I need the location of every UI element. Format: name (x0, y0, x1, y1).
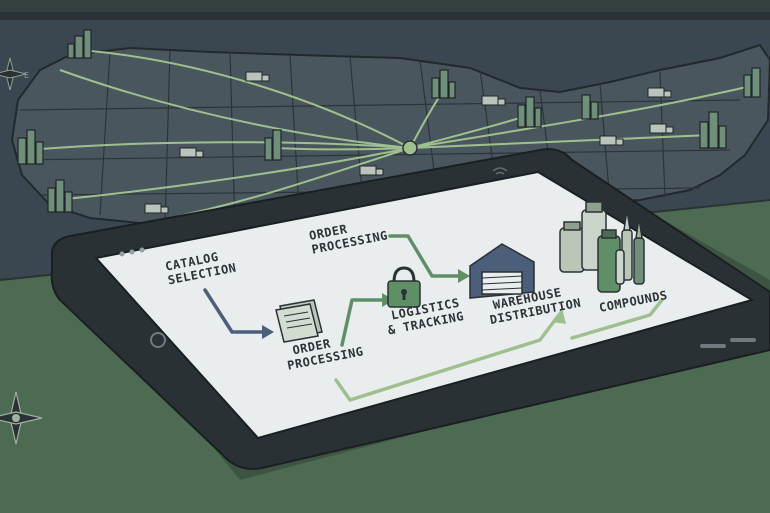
delivery-truck-icon (245, 71, 270, 82)
vial-cluster-icon (559, 201, 645, 293)
delivery-truck-icon (599, 135, 624, 146)
padlock-icon (387, 266, 421, 308)
window-dot (139, 247, 145, 253)
compass-rose-icon (0, 391, 43, 445)
arrow-catalog-to-docs (203, 288, 264, 334)
arrow-compounds-link (570, 298, 664, 340)
city-skyline-icon (581, 94, 599, 120)
warehouse-icon (469, 243, 535, 299)
city-skyline-icon (67, 29, 92, 59)
window-dot (129, 249, 135, 255)
delivery-truck-icon (179, 147, 204, 158)
city-skyline-icon (517, 96, 542, 128)
city-skyline-icon (264, 129, 282, 161)
city-skyline-icon (47, 179, 73, 213)
top-border (0, 12, 770, 20)
volume-button[interactable] (730, 338, 756, 342)
flow-arrows (203, 234, 664, 402)
city-skyline-icon (17, 129, 44, 165)
delivery-truck-icon (647, 87, 672, 98)
window-dot (119, 251, 125, 257)
wifi-icon (492, 167, 508, 175)
arrow-return-loop (334, 314, 560, 402)
delivery-truck-icon (359, 165, 384, 176)
compass-e-mark: E (24, 71, 29, 80)
city-skyline-icon (699, 111, 727, 149)
arrow-docs-to-lock (340, 298, 384, 347)
central-hub (402, 140, 418, 156)
delivery-truck-icon (481, 95, 506, 106)
document-stack-icon (275, 299, 323, 343)
arrow-heads (262, 269, 566, 339)
delivery-truck-icon (649, 123, 674, 134)
city-skyline-icon (431, 69, 456, 99)
home-button-icon[interactable] (150, 332, 166, 348)
compass-rose-icon (0, 57, 27, 91)
arrow-order-to-warehouse (388, 234, 460, 278)
volume-button[interactable] (700, 344, 726, 348)
city-skyline-icon (743, 67, 761, 98)
delivery-truck-icon (144, 203, 169, 214)
